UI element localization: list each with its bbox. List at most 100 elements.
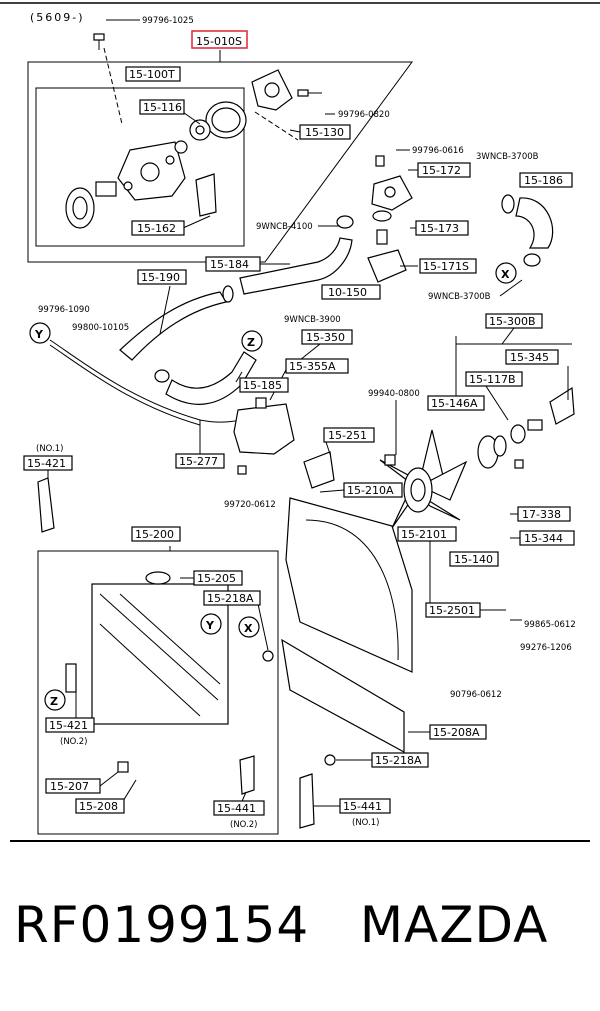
label-15-100t-text: 15-100T — [129, 68, 175, 81]
pump-gasket — [205, 101, 247, 139]
label-15-116-text: 15-116 — [143, 101, 182, 114]
label-15-010s-text: 15-010S — [196, 35, 242, 48]
label-15-205-text: 15-205 — [197, 572, 236, 585]
fan-pulley — [477, 435, 507, 469]
label-15-344-text: 15-344 — [524, 532, 563, 545]
label-15-117b[interactable]: 15-117B — [465, 371, 523, 387]
label-17-338-text: 17-338 — [522, 508, 561, 521]
label-15-208a-text: 15-208A — [433, 726, 480, 739]
label-15-186[interactable]: 15-186 — [519, 172, 573, 188]
label-15-421-top[interactable]: 15-421 — [23, 455, 73, 471]
radiator-mount-left — [37, 477, 55, 533]
label-15-173[interactable]: 15-173 — [415, 220, 469, 236]
label-15-184-text: 15-184 — [210, 258, 249, 271]
label-15-251[interactable]: 15-251 — [323, 427, 375, 443]
label-15-185[interactable]: 15-185 — [239, 377, 289, 393]
label-15-441-right[interactable]: 15-441 — [339, 798, 391, 814]
thermostat-cover — [251, 69, 293, 111]
label-15-208[interactable]: 15-208 — [75, 798, 125, 814]
label-15-140[interactable]: 15-140 — [449, 551, 499, 567]
label-15-208a[interactable]: 15-208A — [429, 724, 487, 740]
footer-brand: MAZDA — [359, 896, 549, 954]
svg-text:X: X — [501, 268, 510, 281]
note-no1-left: (NO.1) — [36, 444, 63, 454]
radiator-mount-bottom — [239, 755, 255, 795]
code-99796-1090: 99796-1090 — [38, 305, 90, 315]
label-15-350[interactable]: 15-350 — [301, 329, 353, 345]
marker-z-radiator: Z — [44, 689, 66, 711]
label-15-146a[interactable]: 15-146A — [427, 395, 485, 411]
pump-inner-frame — [35, 87, 245, 247]
label-15-2101[interactable]: 15-2101 — [397, 526, 457, 542]
label-15-345[interactable]: 15-345 — [505, 349, 559, 365]
label-15-100t[interactable]: 15-100T — [125, 66, 181, 82]
label-15-010s[interactable]: 15-010S — [191, 30, 248, 49]
hose-clamp-185 — [154, 369, 170, 383]
label-15-2101-text: 15-2101 — [401, 528, 447, 541]
label-15-190[interactable]: 15-190 — [137, 269, 187, 285]
marker-z-top: Z — [241, 330, 263, 352]
note-no2-bot: (NO.2) — [230, 820, 257, 830]
label-15-171s[interactable]: 15-171S — [419, 258, 477, 274]
temp-sensor — [376, 229, 388, 245]
fan-shroud — [285, 497, 413, 673]
nut-99940 — [384, 454, 396, 466]
hose-15-184 — [239, 237, 353, 295]
bracket-15-251 — [303, 451, 335, 489]
label-10-150[interactable]: 10-150 — [321, 284, 381, 300]
label-15-441-left-text: 15-441 — [217, 802, 256, 815]
label-15-162[interactable]: 15-162 — [131, 220, 185, 236]
label-15-300b-text: 15-300B — [489, 315, 536, 328]
label-15-010s-highlight — [191, 30, 248, 49]
svg-text:Z: Z — [50, 695, 58, 708]
label-15-355a[interactable]: 15-355A — [285, 358, 349, 374]
label-15-218a-top[interactable]: 15-218A — [203, 590, 261, 606]
code-3wncb-3700b: 3WNCB-3700B — [476, 152, 539, 162]
radiator-bracket-top — [65, 663, 77, 693]
upper-hose-15-186 — [515, 197, 554, 249]
label-15-200-text: 15-200 — [135, 528, 174, 541]
pump-pulley-hub — [189, 119, 211, 141]
label-17-338[interactable]: 17-338 — [517, 506, 571, 522]
radiator-cap — [145, 571, 171, 585]
label-15-300b[interactable]: 15-300B — [485, 313, 543, 329]
fan-clutch — [403, 467, 433, 513]
label-15-208-text: 15-208 — [79, 800, 118, 813]
hose-clamp-right-top — [501, 194, 515, 214]
code-99940-0800: 99940-0800 — [368, 389, 420, 399]
bolt-thermostat — [297, 89, 322, 97]
label-15-200[interactable]: 15-200 — [131, 526, 181, 542]
svg-text:Y: Y — [34, 328, 44, 341]
section-code: (5609-) — [30, 11, 85, 24]
label-15-421-bot[interactable]: 15-421 — [45, 717, 95, 733]
note-no2-mid: (NO.2) — [60, 737, 87, 747]
label-15-116[interactable]: 15-116 — [139, 99, 185, 115]
label-15-130[interactable]: 15-130 — [299, 124, 351, 140]
label-15-207[interactable]: 15-207 — [45, 778, 101, 794]
overflow-pipe-15-277 — [49, 339, 251, 423]
label-15-218a-bot[interactable]: 15-218A — [371, 752, 429, 768]
drain-plug — [117, 761, 129, 773]
label-15-344[interactable]: 15-344 — [519, 530, 575, 546]
label-15-277[interactable]: 15-277 — [175, 453, 225, 469]
hose-clamp-190 — [222, 285, 234, 303]
outlet-pipe — [367, 249, 407, 283]
hose-clamp-4100 — [336, 215, 354, 229]
label-15-210a[interactable]: 15-210A — [343, 482, 403, 498]
label-15-421-bot-text: 15-421 — [49, 719, 88, 732]
label-15-441-left[interactable]: 15-441 — [213, 800, 265, 816]
impeller — [65, 187, 95, 229]
label-15-184[interactable]: 15-184 — [205, 256, 261, 272]
label-15-2501[interactable]: 15-2501 — [425, 602, 481, 618]
label-15-172[interactable]: 15-172 — [417, 162, 471, 178]
svg-text:X: X — [244, 622, 253, 635]
bushing-218a-top — [262, 650, 274, 662]
label-15-117b-text: 15-117B — [469, 373, 516, 386]
label-15-205[interactable]: 15-205 — [193, 570, 243, 586]
code-99720-0612: 99720-0612 — [224, 500, 276, 510]
label-15-218a-top-text: 15-218A — [207, 592, 254, 605]
code-99865-0612: 99865-0612 — [524, 620, 576, 630]
label-15-218a-bot-text: 15-218A — [375, 754, 422, 767]
radiator-core — [91, 583, 229, 725]
